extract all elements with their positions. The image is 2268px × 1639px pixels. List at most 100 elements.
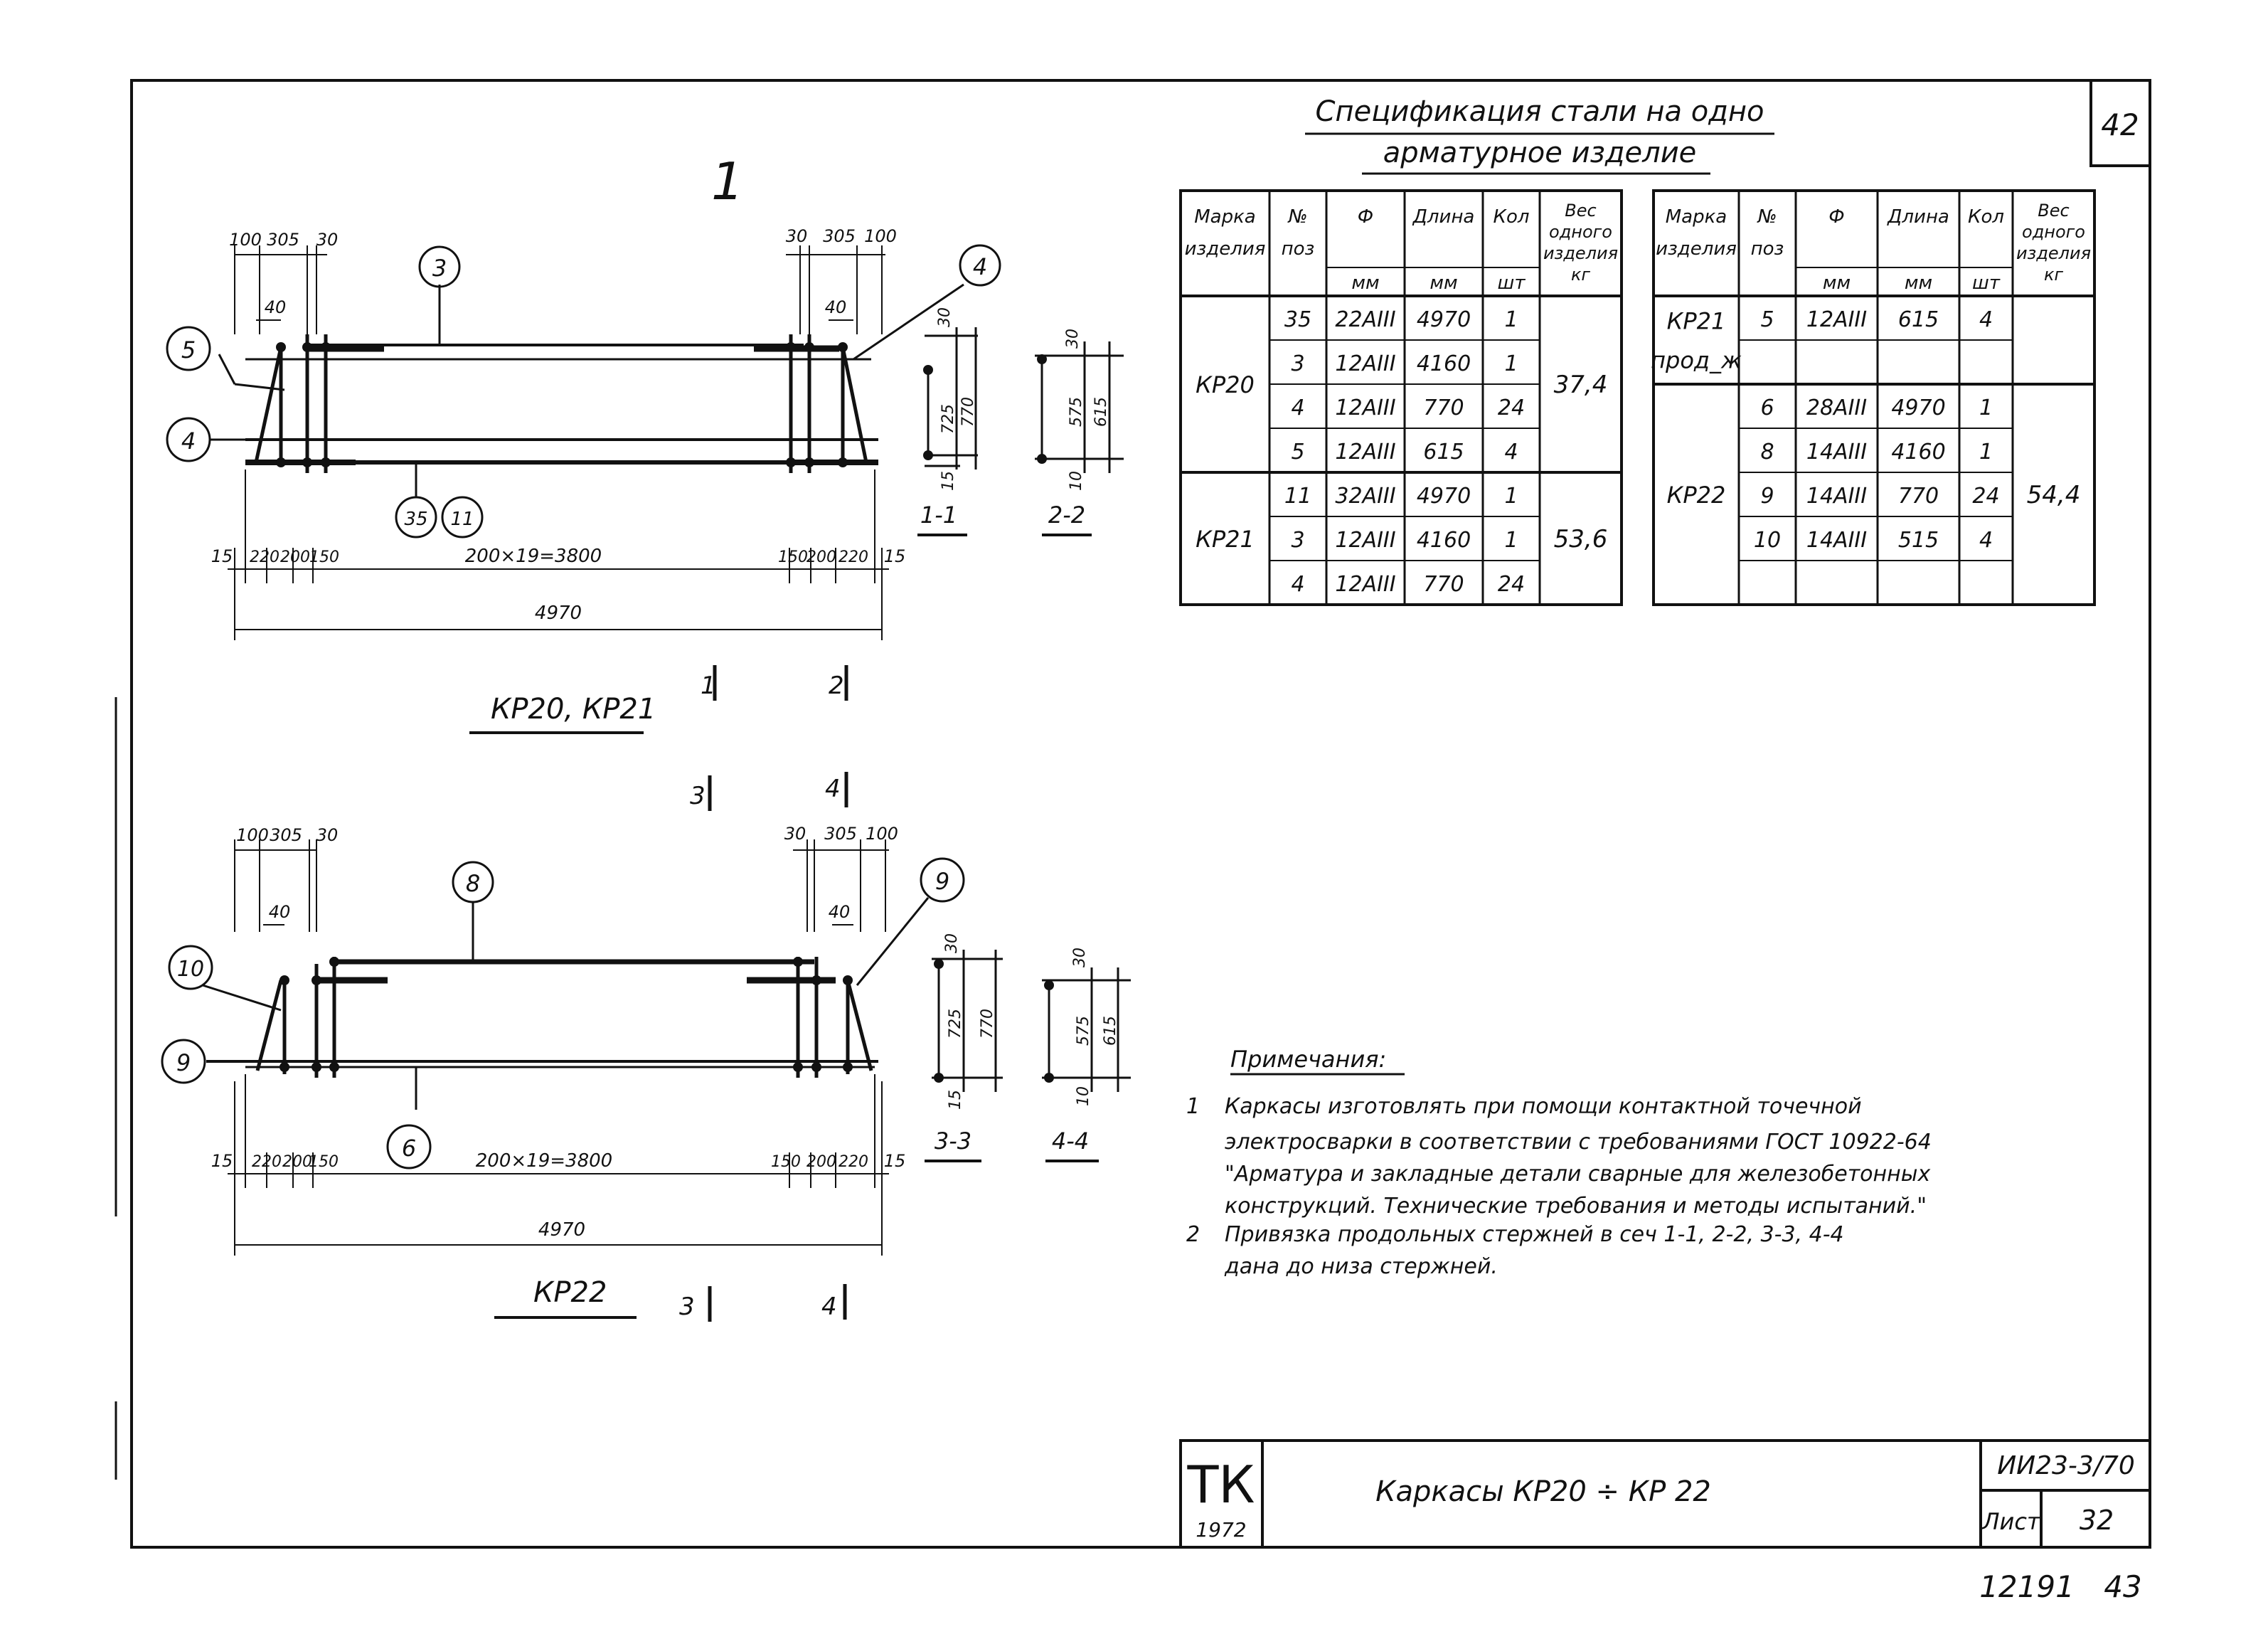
dim-top-left-305: 305 bbox=[267, 230, 299, 250]
spec-right-header-1-b: поз bbox=[1751, 238, 1784, 260]
spec-left-header-2-b: мм bbox=[1351, 272, 1379, 294]
callout-10-label: 10 bbox=[177, 957, 204, 982]
cut-mark-4-top: 4 bbox=[825, 775, 841, 803]
spec-left-cell-g0-r1-c2: 12АIII bbox=[1335, 351, 1395, 376]
title-block: ТК 1972 Каркасы КР20 ÷ КР 22 ИИ23-3/70 Л… bbox=[1179, 1439, 2151, 1549]
page-number-box bbox=[2089, 79, 2151, 167]
notes: Примечания: 1 Каркасы изготовлять при по… bbox=[1186, 1046, 1932, 1279]
spec-right-cell-g0-r0-c4: 4 bbox=[1979, 307, 1993, 332]
page-number: 42 bbox=[2101, 107, 2139, 142]
sec2-dim-10: 10 bbox=[1068, 471, 1085, 491]
spec-left-header-weight-3: кг bbox=[1571, 265, 1590, 285]
spec-left-cell-g0-r0-c4: 1 bbox=[1504, 307, 1518, 332]
spec-right-header-2-a: Ф bbox=[1828, 206, 1844, 228]
spec-left-cell-g0-r3-c3: 615 bbox=[1423, 440, 1464, 465]
callout-9-left bbox=[161, 1039, 206, 1084]
title-block-logo: ТК bbox=[1186, 1455, 1255, 1515]
sec3-dim-725: 725 bbox=[947, 1009, 964, 1039]
dim-150-left: 150 bbox=[309, 548, 339, 566]
drawing-title-kr20-kr21: КР20, КР21 bbox=[491, 693, 656, 726]
note-1-line-4: конструкций. Технические требования и ме… bbox=[1225, 1194, 1927, 1219]
b-dim-top-left-100: 100 bbox=[236, 825, 269, 845]
spec-right-cell-g1-r1-c1: 8 bbox=[1760, 440, 1774, 465]
cut-mark-3-top: 3 bbox=[690, 782, 706, 810]
spec-left-cell-g0-r0-c2: 22АIII bbox=[1335, 307, 1395, 332]
callout-8 bbox=[452, 861, 494, 903]
spec-right-cell-g0-r0-c2: 12АIII bbox=[1806, 307, 1867, 332]
dim-15-right: 15 bbox=[884, 546, 906, 566]
spec-title-line2: арматурное изделие bbox=[1383, 137, 1697, 169]
spec-right-cell-g1-r1-c4: 1 bbox=[1979, 440, 1993, 465]
spec-right-cell-g1-r1-c3: 4160 bbox=[1891, 440, 1945, 465]
b-dim-top-right-30: 30 bbox=[784, 824, 806, 844]
callout-3 bbox=[418, 245, 461, 288]
sec1-dim-770: 770 bbox=[959, 397, 977, 427]
callout-5-label: 5 bbox=[181, 336, 196, 364]
section-label-4-4: 4-4 bbox=[1052, 1128, 1089, 1155]
spec-right-weight-1: 54,4 bbox=[2027, 481, 2081, 509]
spec-left-cell-g1-r2-c2: 12АIII bbox=[1335, 572, 1395, 597]
spec-left-header-3-a: Длина bbox=[1412, 206, 1475, 228]
dim-top-right-305: 305 bbox=[823, 226, 856, 246]
dim-220-left: 220 bbox=[250, 548, 279, 566]
b-dim-200x19: 200×19=3800 bbox=[476, 1150, 612, 1172]
note-1-line-2: электросварки в соответствии с требовани… bbox=[1225, 1130, 1932, 1155]
b-dim-top-right-100: 100 bbox=[866, 824, 898, 844]
sec4-dim-30: 30 bbox=[1071, 948, 1089, 967]
notes-heading: Примечания: bbox=[1230, 1046, 1386, 1073]
b-dim-top-right-305: 305 bbox=[824, 824, 857, 844]
spec-right-header-0-b: изделия bbox=[1656, 238, 1737, 260]
note-2-line-2: дана до низа стержней. bbox=[1224, 1254, 1498, 1279]
callout-9-top bbox=[920, 857, 965, 903]
spec-right-cell-g1-r2-c4: 24 bbox=[1972, 484, 1999, 509]
callout-11-label: 11 bbox=[450, 509, 474, 530]
spec-left-cell-g1-r2-c4: 24 bbox=[1498, 572, 1525, 597]
callout-9-left-label: 9 bbox=[176, 1049, 191, 1076]
spec-right-mark-0-0: КР21 bbox=[1667, 308, 1726, 335]
note-1-line-1: Каркасы изготовлять при помощи контактно… bbox=[1225, 1094, 1862, 1119]
sec2-dim-615: 615 bbox=[1092, 397, 1110, 427]
footer-left-number: 12191 bbox=[1979, 1569, 2075, 1604]
spec-left-cell-g0-r0-c1: 35 bbox=[1284, 307, 1311, 332]
sec3-dim-15: 15 bbox=[947, 1090, 964, 1110]
spec-left-cell-g0-r2-c2: 12АIII bbox=[1335, 396, 1395, 420]
spec-right-cell-g1-r0-c2: 28АIII bbox=[1806, 396, 1867, 420]
spec-right-cell-g1-r3-c4: 4 bbox=[1979, 528, 1993, 553]
spec-left-cell-g1-r0-c4: 1 bbox=[1504, 484, 1518, 509]
b-dim-40-right: 40 bbox=[829, 902, 851, 922]
b-dim-total-4970: 4970 bbox=[538, 1219, 585, 1241]
note-1-number: 1 bbox=[1186, 1094, 1200, 1119]
b-dim-150-right: 150 bbox=[771, 1153, 801, 1171]
spec-left-cell-g0-r2-c1: 4 bbox=[1291, 396, 1304, 420]
spec-right-cell-g1-r2-c3: 770 bbox=[1898, 484, 1939, 509]
spec-right-mark-1-0: КР22 bbox=[1667, 482, 1726, 509]
spec-right-header-weight-1: одного bbox=[2022, 222, 2085, 242]
sec4-dim-615: 615 bbox=[1102, 1016, 1119, 1046]
spec-left-cell-g0-r2-c3: 770 bbox=[1423, 396, 1464, 420]
spec-right-cell-g1-r3-c1: 10 bbox=[1754, 528, 1781, 553]
callout-10 bbox=[168, 945, 213, 990]
frame-drawing-kr22: 3 4 100 305 30 30 305 100 40 40 bbox=[161, 772, 1131, 1322]
spec-right-header-weight-3: кг bbox=[2044, 265, 2063, 285]
callout-4-top-label: 4 bbox=[973, 253, 987, 280]
spec-left-cell-g1-r0-c2: 32АIII bbox=[1335, 484, 1395, 509]
b-dim-top-left-30: 30 bbox=[316, 825, 339, 845]
spec-left-cell-g0-r3-c1: 5 bbox=[1291, 440, 1304, 465]
spec-left-cell-g1-r2-c3: 770 bbox=[1423, 572, 1464, 597]
dim-220-right: 220 bbox=[838, 548, 868, 566]
spec-left-cell-g0-r1-c4: 1 bbox=[1504, 351, 1518, 376]
cut-mark-4: 4 bbox=[821, 1293, 837, 1321]
note-1-line-3: "Арматура и закладные детали сварные для… bbox=[1225, 1162, 1930, 1187]
spec-left-header-weight-0: Вес bbox=[1565, 201, 1596, 221]
spec-left-header-weight-1: одного bbox=[1549, 222, 1612, 242]
spec-table-left: Маркаизделия№позФммДлинаммКолштВесодного… bbox=[1179, 189, 1623, 606]
frame-drawing-kr20-kr21: 1 100 305 30 30 305 100 40 40 bbox=[166, 152, 1124, 734]
spec-left-cell-g1-r0-c1: 11 bbox=[1284, 484, 1311, 509]
callout-6 bbox=[386, 1124, 432, 1169]
spec-left-cell-g1-r1-c4: 1 bbox=[1504, 528, 1518, 553]
spec-right-header-4-b: шт bbox=[1972, 272, 2001, 294]
sec1-dim-30: 30 bbox=[936, 307, 954, 327]
spec-left-cell-g1-r1-c3: 4160 bbox=[1417, 528, 1471, 553]
spec-right-cell-g1-r0-c1: 6 bbox=[1760, 396, 1774, 420]
